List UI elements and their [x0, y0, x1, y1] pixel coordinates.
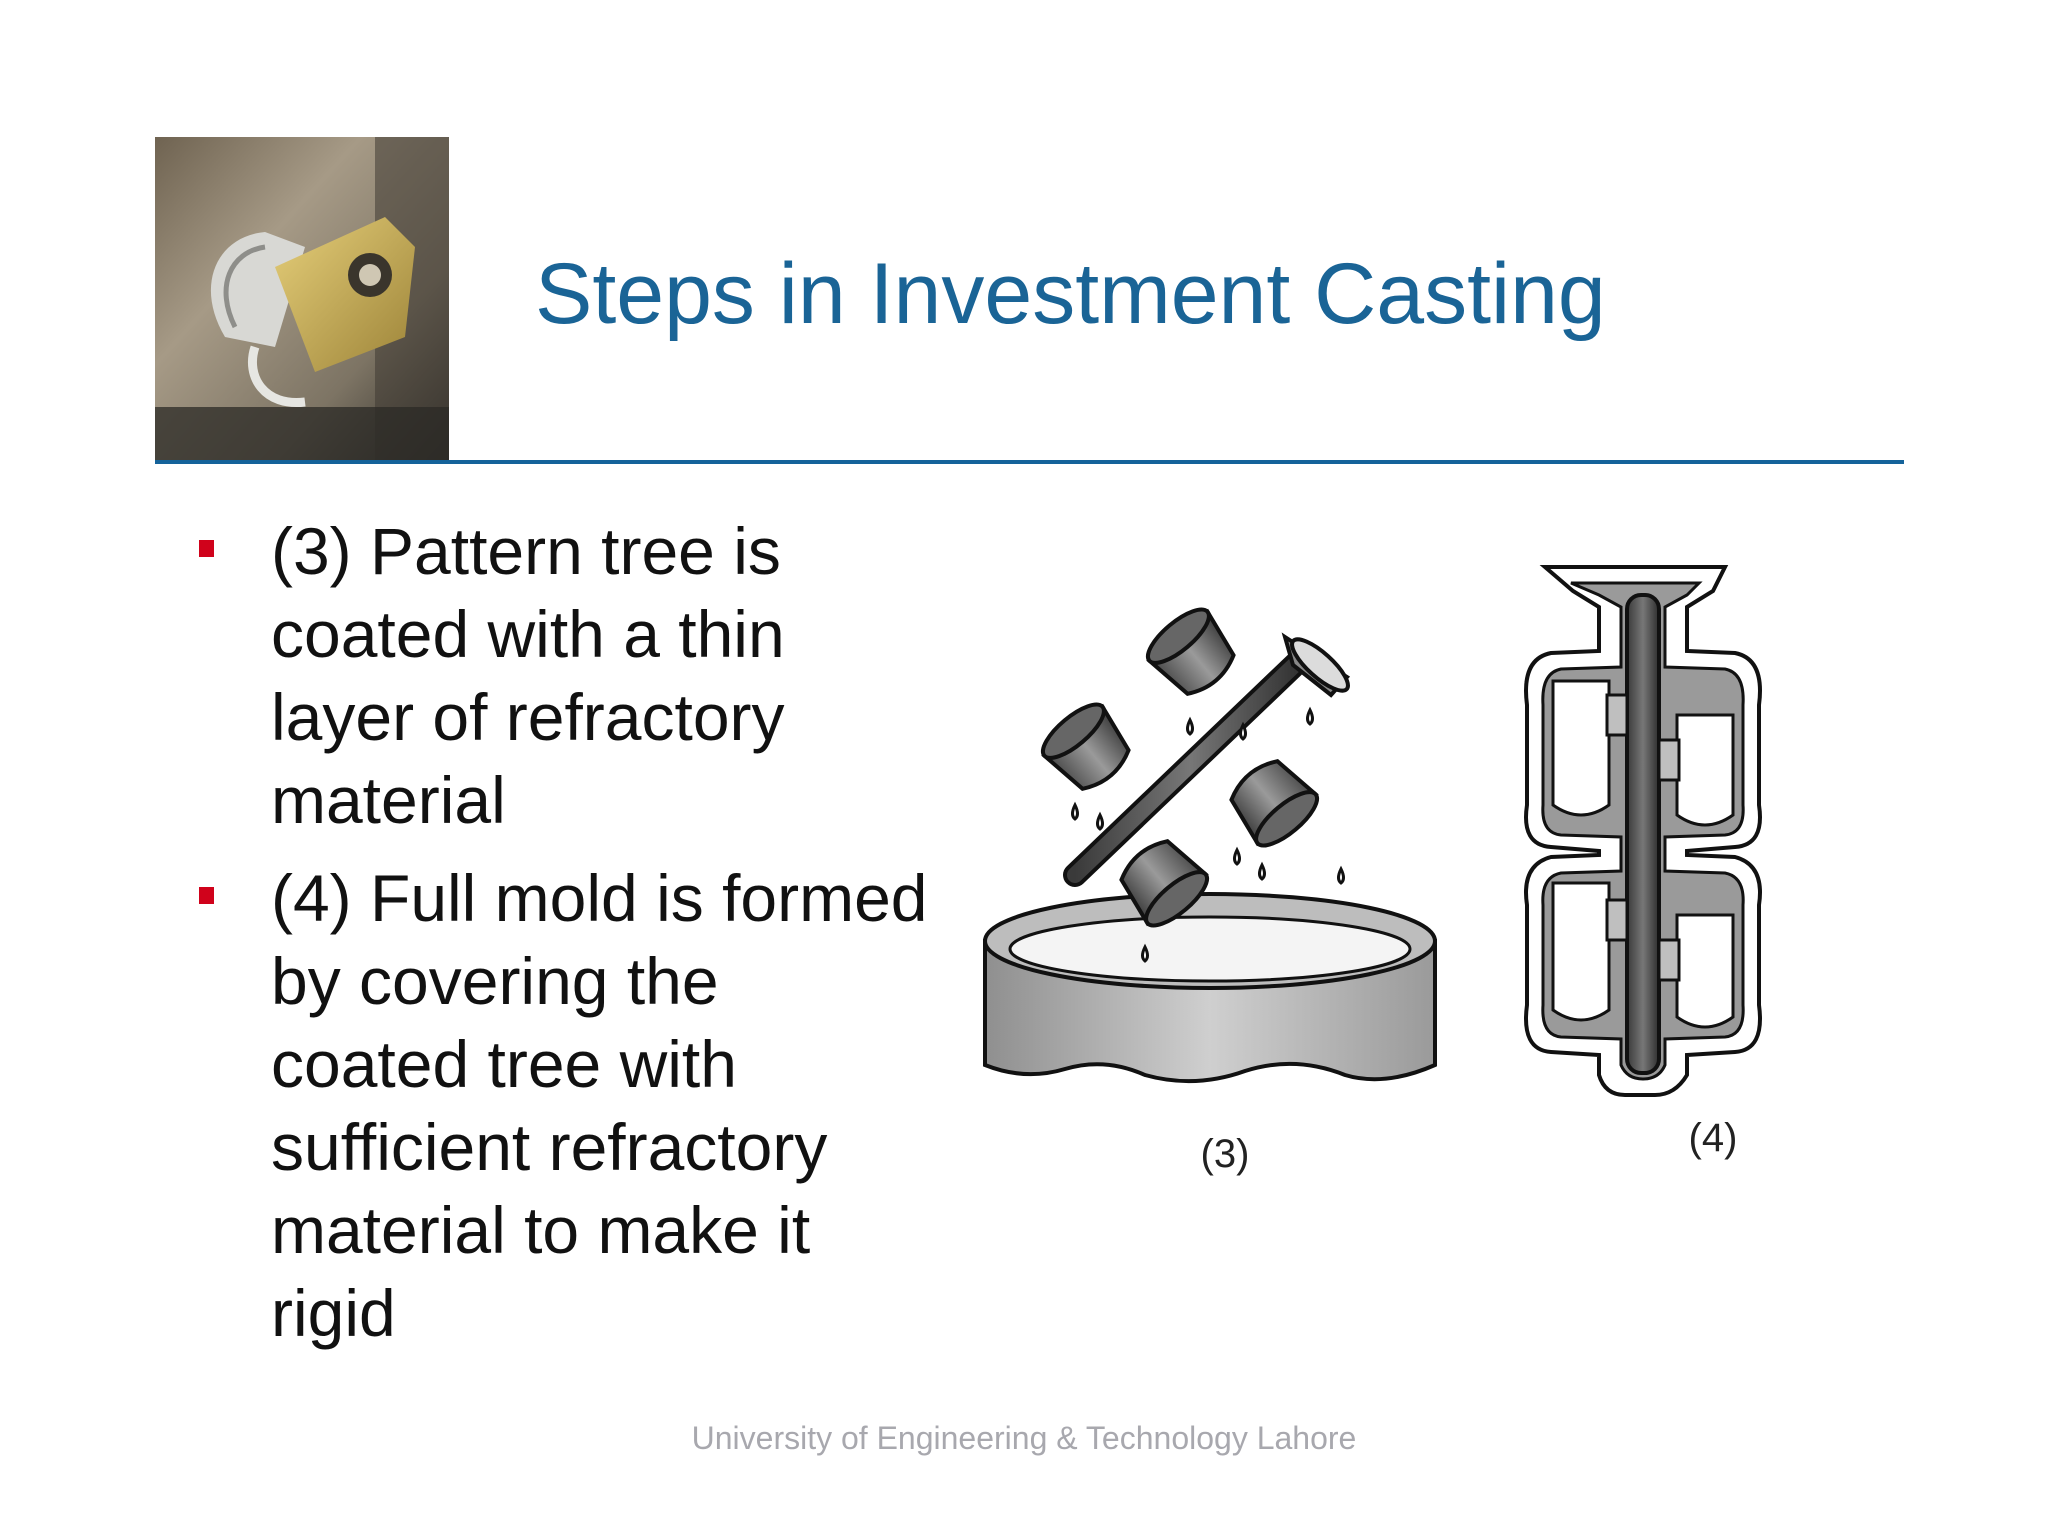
mold-cavities — [1551, 679, 1735, 1029]
investment-casting-figure: (3) (4) — [983, 565, 1762, 1176]
caption-step-4: (4) — [1689, 1116, 1738, 1160]
bullet-text: (4) Full mold is formed by covering the … — [271, 861, 928, 1350]
pattern-cup — [1229, 759, 1320, 848]
slurry-vat — [983, 892, 1437, 1084]
pattern-cup — [1040, 702, 1131, 791]
pattern-cup — [1119, 839, 1210, 928]
slide-footer: University of Engineering & Technology L… — [691, 1420, 1357, 1456]
slide-title: Steps in Investment Casting — [535, 246, 1606, 342]
bullet-text: (3) Pattern tree is coated with a thin l… — [271, 514, 785, 837]
pattern-tree-dipping — [1040, 607, 1351, 963]
caption-step-3: (3) — [1201, 1132, 1250, 1176]
bullet-square-icon — [199, 540, 214, 557]
header-photo — [155, 137, 449, 462]
title-divider — [155, 460, 1904, 464]
mold-gates — [1605, 693, 1681, 982]
pattern-cup — [1145, 607, 1236, 696]
bullet-square-icon — [199, 887, 214, 904]
full-mold — [1524, 565, 1762, 1097]
slurry-drips — [1071, 706, 1345, 963]
bullet-item: (4) Full mold is formed by covering the … — [195, 857, 935, 1355]
bullet-item: (3) Pattern tree is coated with a thin l… — [195, 510, 935, 842]
bullet-list: (3) Pattern tree is coated with a thin l… — [195, 510, 935, 1370]
